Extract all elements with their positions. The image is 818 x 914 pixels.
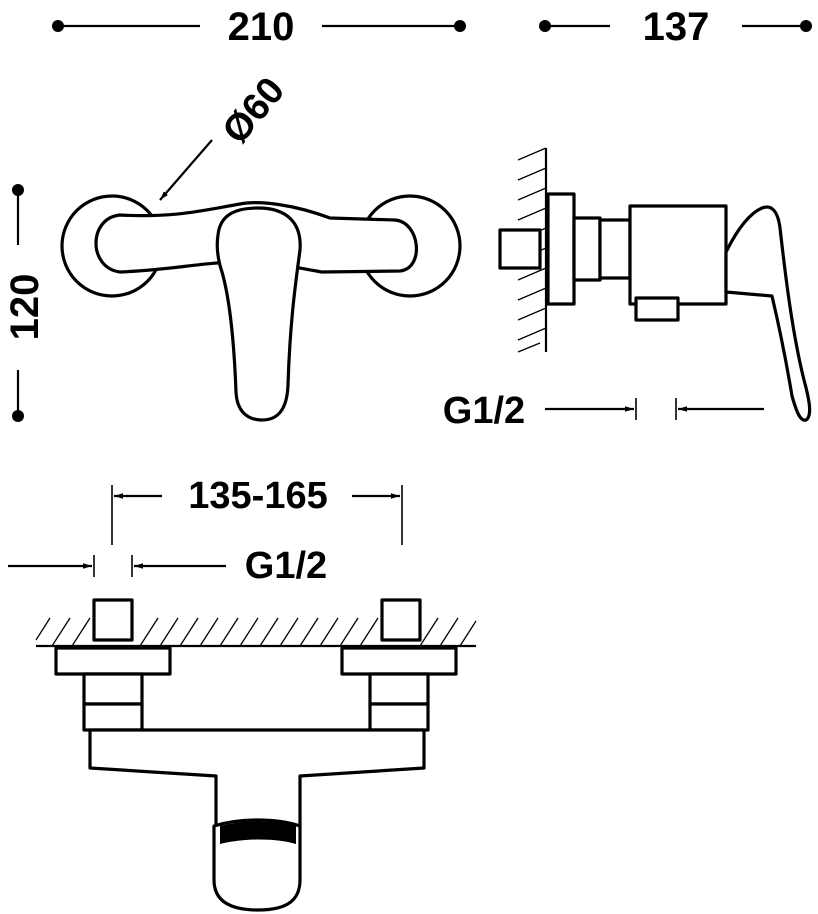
nut-ring <box>572 216 602 282</box>
dimension-endpoint <box>12 410 24 422</box>
wall-hatching-bottom <box>35 617 477 648</box>
dimension-label-137: 137 <box>643 5 710 49</box>
lever-top <box>212 818 302 912</box>
dimension-label-210: 210 <box>228 5 295 49</box>
dimension-210: 210 <box>52 5 466 49</box>
leader-arrow <box>159 139 213 201</box>
right-eccentric <box>368 702 430 732</box>
dimension-side-thread: G1/2 <box>443 390 764 432</box>
mixer-body-top <box>88 728 426 828</box>
right-nut <box>368 672 430 706</box>
wall-plate <box>546 192 576 306</box>
dimension-endpoint <box>454 20 466 32</box>
dimension-label-centers: 135-165 <box>188 475 327 517</box>
dimension-centers: 135-165 <box>111 475 403 545</box>
top-view <box>35 598 477 912</box>
dimension-label-120: 120 <box>3 274 47 341</box>
dimension-endpoint <box>800 20 812 32</box>
side-lever <box>724 205 812 422</box>
side-view <box>498 147 812 422</box>
right-flange-plate <box>340 646 458 676</box>
dimension-diameter: Ø60 <box>159 70 293 201</box>
dimension-label-diameter: Ø60 <box>215 70 293 152</box>
right-inlet-stub <box>380 598 422 642</box>
left-eccentric <box>82 702 144 732</box>
outlet-spout <box>634 296 680 322</box>
dimension-120: 120 <box>3 184 47 422</box>
front-view <box>60 194 462 422</box>
left-nut <box>82 672 144 706</box>
mixer-cartridge-body <box>628 204 728 306</box>
dimension-bottom-thread: G1/2 <box>8 545 327 587</box>
dimension-137: 137 <box>539 5 812 49</box>
dimension-label-side-thread: G1/2 <box>443 390 525 432</box>
left-flange-plate <box>54 646 172 676</box>
lever-handle <box>215 206 302 422</box>
connector-sleeve <box>598 218 632 280</box>
lever-shading <box>220 821 296 844</box>
inlet-stub <box>498 228 542 270</box>
left-inlet-stub <box>92 598 134 642</box>
dimension-label-bottom-thread: G1/2 <box>245 545 327 587</box>
